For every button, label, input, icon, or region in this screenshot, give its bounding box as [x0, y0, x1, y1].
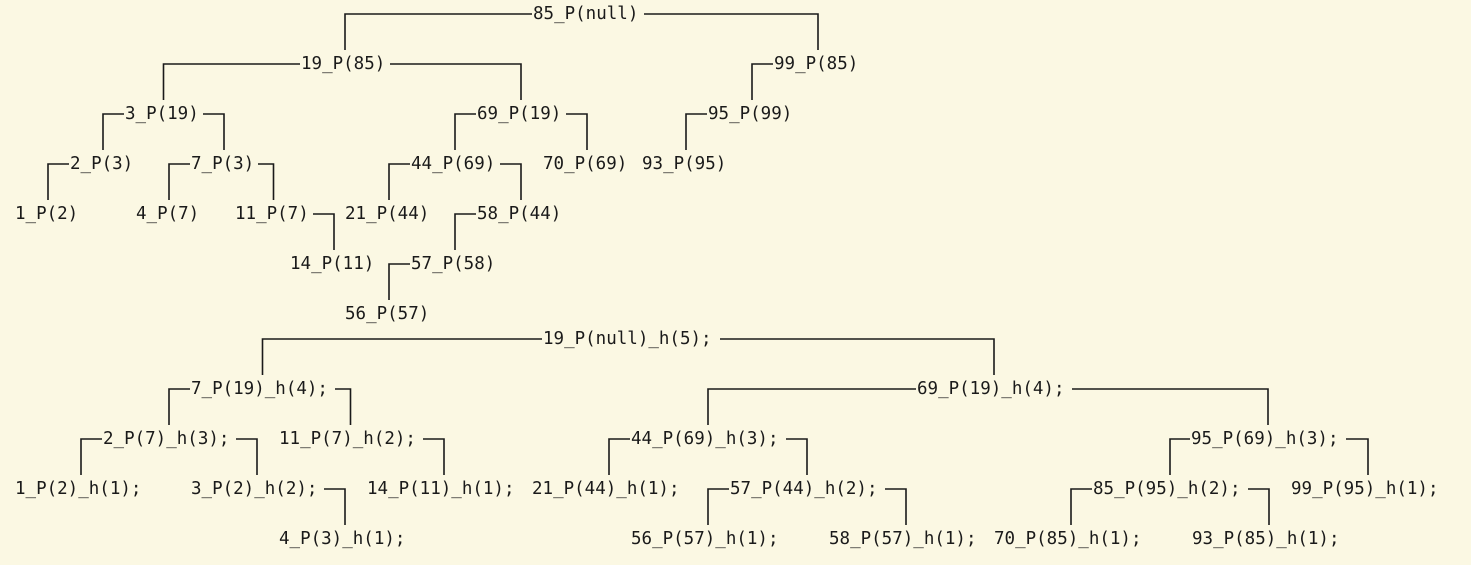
node-label: 14_P(11) — [290, 254, 374, 274]
edge-connector — [168, 388, 190, 425]
node-label: 69_P(19) — [477, 104, 561, 124]
node-label: 21_P(44) — [345, 204, 429, 224]
node-label: 7_P(19)_h(4); — [191, 379, 328, 399]
labels-layer: 85_P(null) 19_P(85) 99_P(85) 3_P(19) 69_P(19… — [15, 4, 1439, 549]
node-label: 11_P(7)_h(2); — [279, 429, 416, 449]
edge-connector — [707, 488, 729, 525]
node-label: 58_P(57)_h(1); — [829, 529, 977, 549]
edge-connector — [1070, 488, 1092, 525]
node-label: 3_P(19) — [125, 104, 199, 124]
node-label: 85_P(95)_h(2); — [1093, 479, 1241, 499]
edge-connector — [313, 213, 335, 250]
node-label: 7_P(3) — [191, 154, 254, 174]
edge-connector — [566, 113, 588, 150]
node-label: 70_P(85)_h(1); — [994, 529, 1142, 549]
edge-connector — [720, 338, 995, 375]
edge-connector — [47, 163, 69, 200]
node-label: 95_P(99) — [708, 104, 792, 124]
edge-connector — [388, 263, 410, 300]
edge-connector — [500, 163, 522, 200]
node-label: 57_P(44)_h(2); — [730, 479, 878, 499]
edge-connector — [644, 13, 819, 50]
node-label: 85_P(null) — [533, 4, 638, 24]
node-label: 3_P(2)_h(2); — [191, 479, 317, 499]
edge-connector — [454, 113, 476, 150]
edge-connector — [344, 13, 532, 50]
node-label: 93_P(85)_h(1); — [1192, 529, 1340, 549]
edge-connector — [335, 388, 352, 425]
edge-connector — [707, 388, 916, 425]
edge-connector — [608, 438, 630, 475]
edge-connector — [80, 438, 102, 475]
edge-connector — [751, 63, 773, 100]
edge-connector — [102, 113, 124, 150]
node-label: 69_P(19)_h(4); — [917, 379, 1065, 399]
edge-connector — [203, 113, 225, 150]
edge-connector — [885, 488, 907, 525]
node-label: 44_P(69)_h(3); — [631, 429, 779, 449]
node-label: 21_P(44)_h(1); — [532, 479, 680, 499]
node-label: 4_P(3)_h(1); — [279, 529, 405, 549]
edge-connector — [786, 438, 808, 475]
node-label: 1_P(2) — [15, 204, 78, 224]
edge-connector — [685, 113, 707, 150]
node-label: 44_P(69) — [411, 154, 495, 174]
edge-connector — [388, 163, 410, 200]
node-label: 19_P(null)_h(5); — [543, 329, 712, 349]
edge-connector — [454, 213, 476, 250]
node-label: 70_P(69) — [543, 154, 627, 174]
node-label: 1_P(2)_h(1); — [15, 479, 141, 499]
edge-connector — [236, 438, 258, 475]
node-label: 93_P(95) — [642, 154, 726, 174]
edge-connector — [324, 488, 346, 525]
edge-connector — [258, 163, 275, 200]
edge-connector — [162, 63, 300, 100]
node-label: 4_P(7) — [136, 204, 199, 224]
edges-layer — [47, 13, 1369, 525]
node-label: 58_P(44) — [477, 204, 561, 224]
node-label: 57_P(58) — [411, 254, 495, 274]
node-label: 2_P(3) — [70, 154, 133, 174]
node-label: 11_P(7) — [235, 204, 309, 224]
node-label: 99_P(95)_h(1); — [1291, 479, 1439, 499]
node-label: 19_P(85) — [301, 54, 385, 74]
node-label: 95_P(69)_h(3); — [1191, 429, 1339, 449]
edge-connector — [1346, 438, 1369, 475]
node-label: 14_P(11)_h(1); — [367, 479, 515, 499]
edge-connector — [1169, 438, 1190, 475]
edge-connector — [423, 438, 445, 475]
node-label: 2_P(7)_h(3); — [103, 429, 229, 449]
node-label: 56_P(57)_h(1); — [631, 529, 779, 549]
edge-connector — [390, 63, 522, 100]
edge-connector — [168, 163, 190, 200]
edge-connector — [1072, 388, 1269, 425]
edge-connector — [1248, 488, 1270, 525]
edge-connector — [261, 338, 542, 375]
node-label: 56_P(57) — [345, 304, 429, 324]
node-label: 99_P(85) — [774, 54, 858, 74]
